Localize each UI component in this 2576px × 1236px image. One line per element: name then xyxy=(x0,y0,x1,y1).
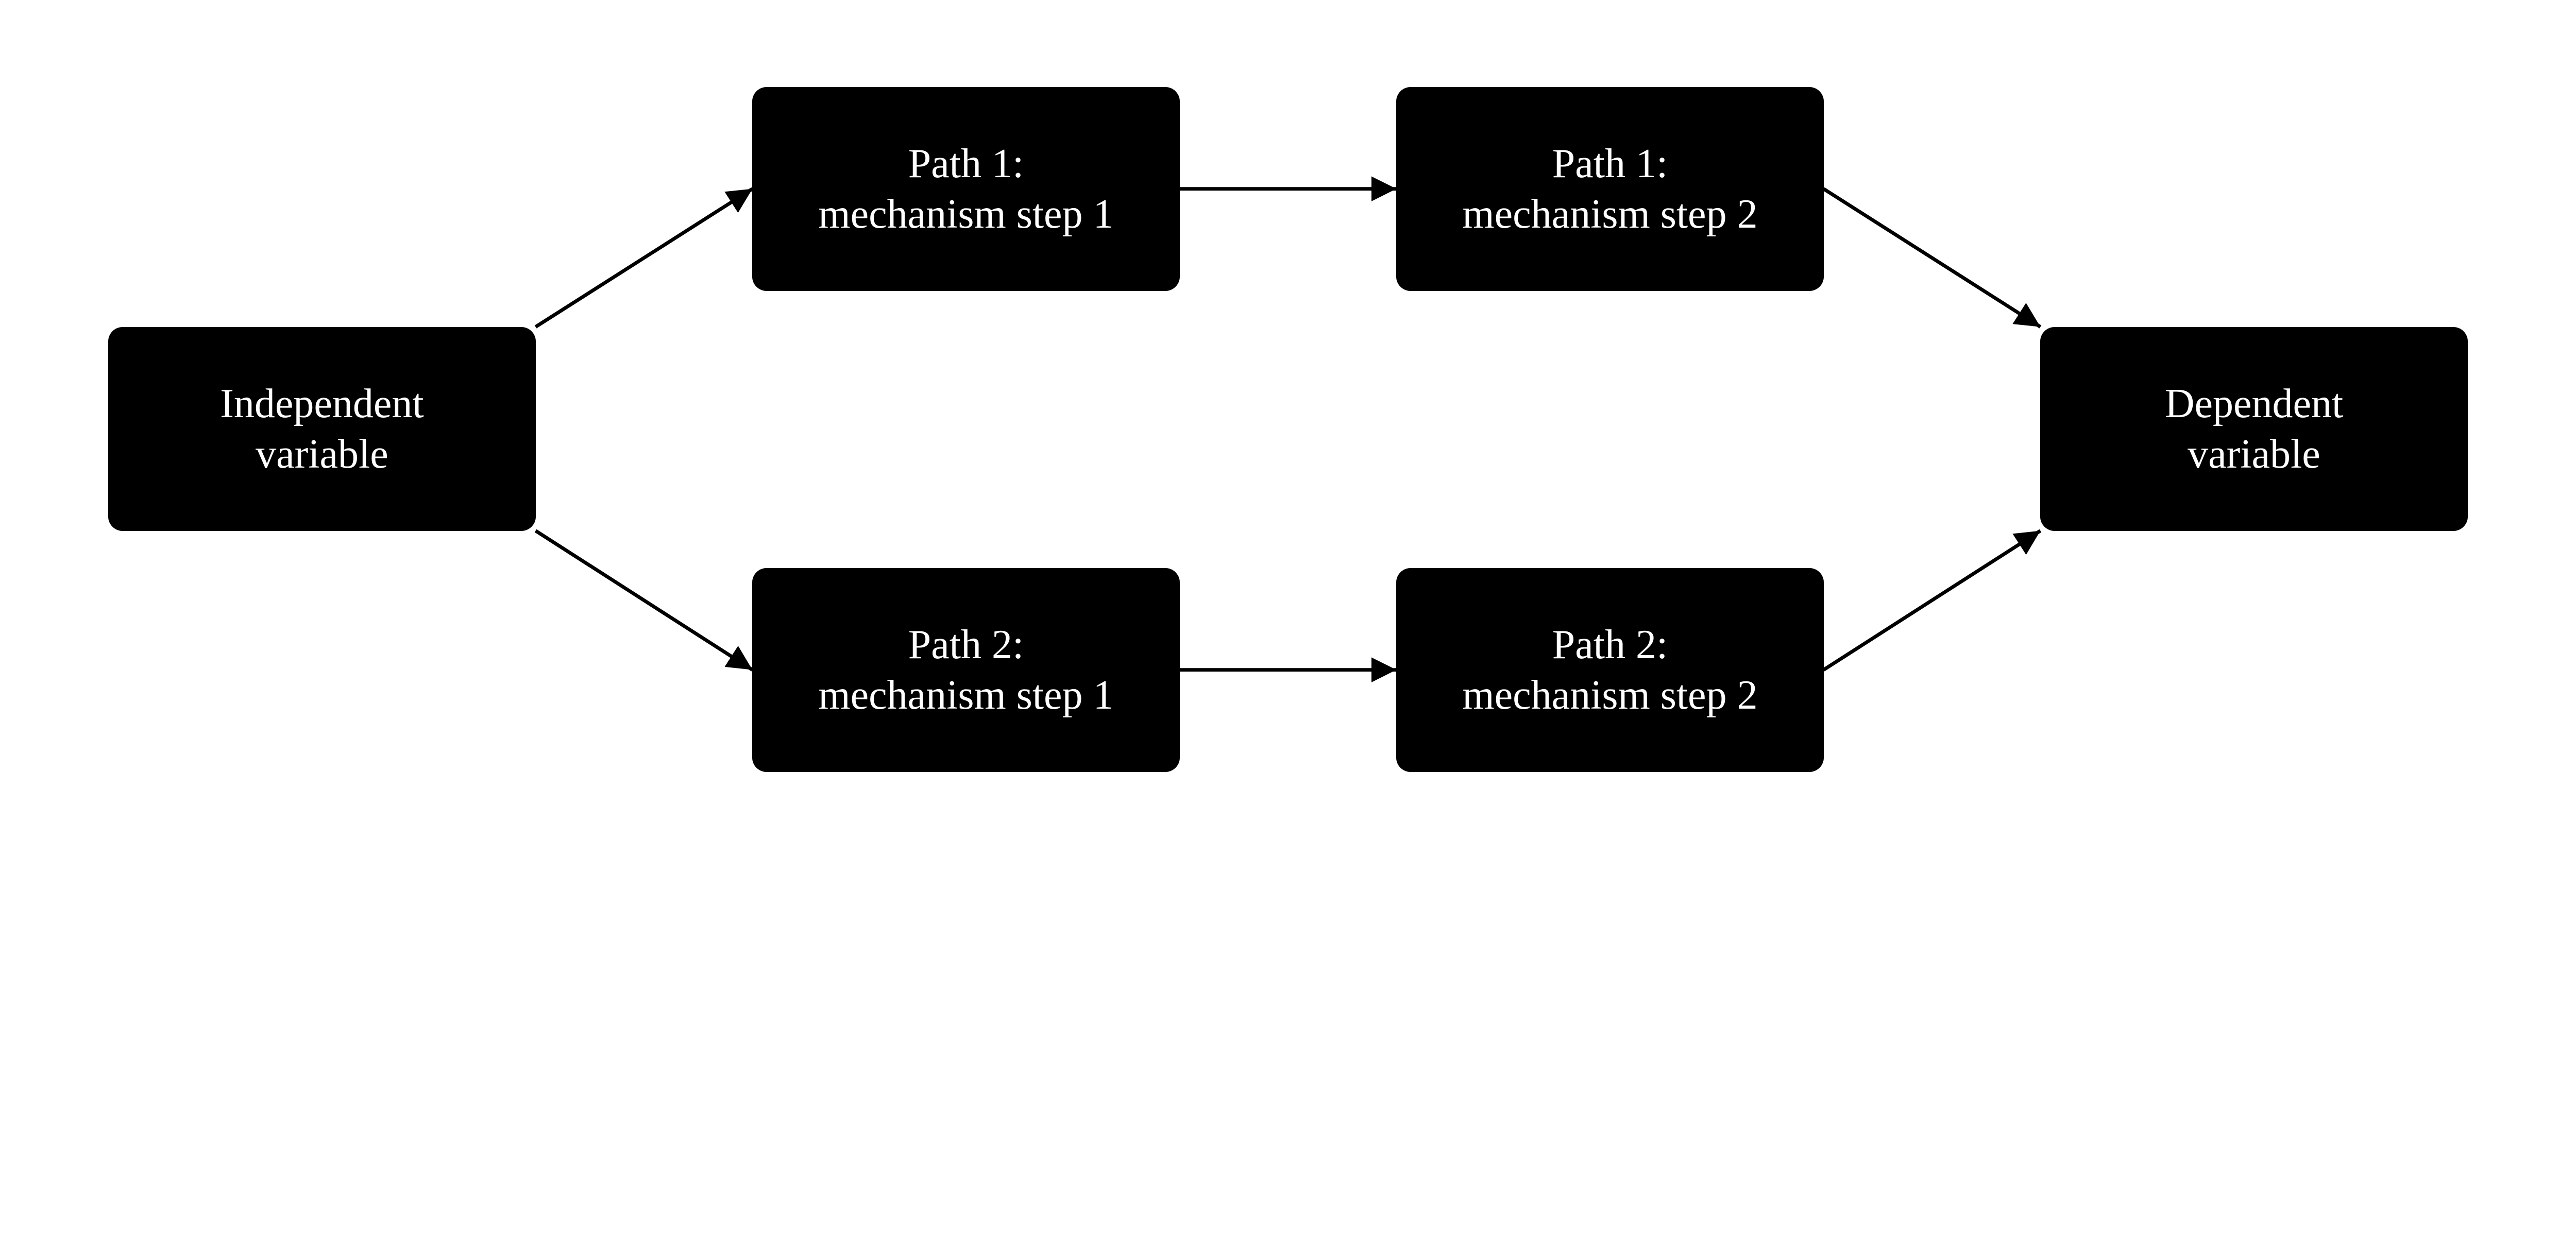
node-label-line1: Path 2: xyxy=(1552,622,1668,667)
node-label-line2: mechanism step 2 xyxy=(1462,672,1758,718)
node-label-line2: mechanism step 1 xyxy=(818,672,1114,718)
node-label-line1: Path 1: xyxy=(908,141,1024,186)
node-label-line1: Dependent xyxy=(2164,381,2344,426)
mediation-diagram: Independent variable Path 1: mechanism s… xyxy=(108,87,2468,772)
node-label-line2: variable xyxy=(2188,431,2320,477)
edges-layer xyxy=(534,176,2042,682)
node-label-line2: variable xyxy=(256,431,388,477)
node-path2-step1: Path 2: mechanism step 1 xyxy=(752,568,1180,772)
arrow-p2s2-to-dependent xyxy=(1822,529,2042,672)
node-path1-step1: Path 1: mechanism step 1 xyxy=(752,87,1180,291)
node-path2-step2: Path 2: mechanism step 2 xyxy=(1396,568,1824,772)
node-label-line2: mechanism step 1 xyxy=(818,191,1114,237)
arrow-independent-to-p1s1 xyxy=(534,187,754,329)
node-independent-variable: Independent variable xyxy=(108,327,536,531)
node-label-line1: Path 2: xyxy=(908,622,1024,667)
arrow-independent-to-p2s1 xyxy=(534,529,754,672)
node-path1-step2: Path 1: mechanism step 2 xyxy=(1396,87,1824,291)
node-label-line2: mechanism step 2 xyxy=(1462,191,1758,237)
arrow-p1s2-to-dependent xyxy=(1822,187,2042,329)
node-label-line1: Independent xyxy=(220,381,424,426)
node-dependent-variable: Dependent variable xyxy=(2040,327,2468,531)
node-label-line1: Path 1: xyxy=(1552,141,1668,186)
